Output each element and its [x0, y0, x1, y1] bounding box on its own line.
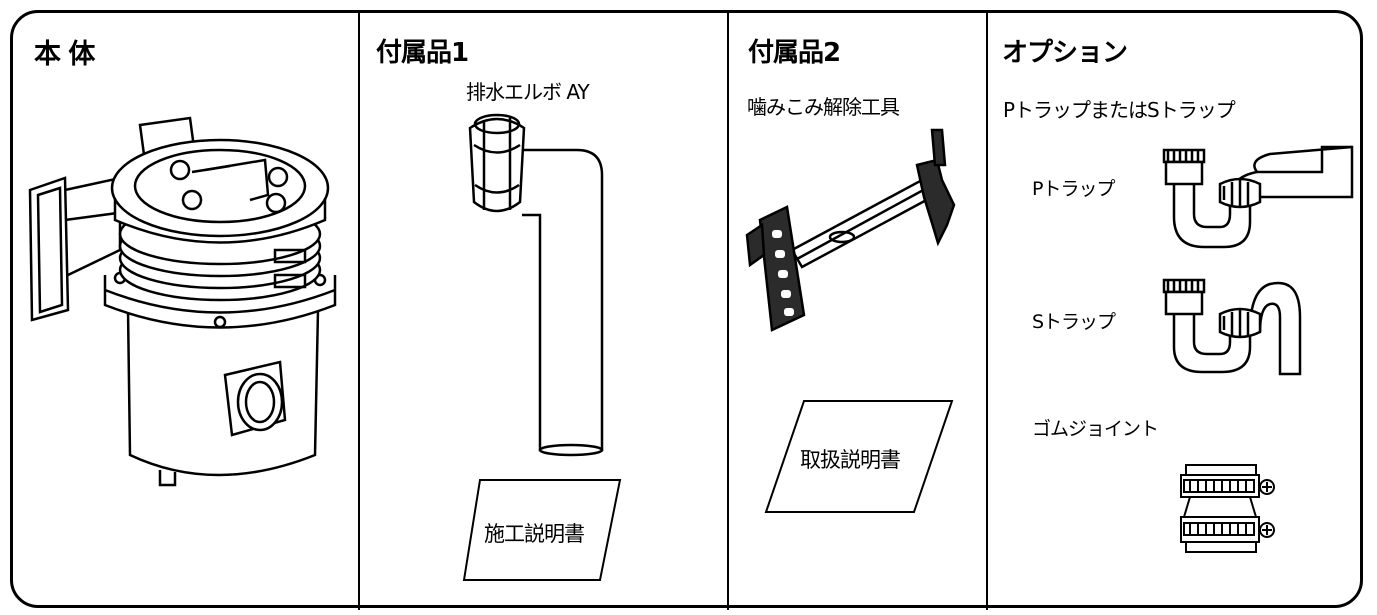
- panel-divider-3: [986, 10, 988, 610]
- disposer-unit-illustration: [28, 116, 337, 487]
- p-trap-illustration: [1162, 145, 1354, 249]
- manual-label-construction: 施工説明書: [484, 522, 585, 546]
- trap-choice-label: PトラップまたはSトラップ: [1003, 98, 1236, 122]
- jam-release-tool-label: 噛みこみ解除工具: [747, 95, 900, 119]
- drain-elbow-illustration: [468, 113, 604, 457]
- panel-divider-2: [727, 10, 729, 610]
- rubber-joint-illustration: [1180, 464, 1275, 553]
- panel-title-options: オプション: [1002, 38, 1128, 68]
- s-trap-illustration: [1162, 278, 1302, 376]
- panel-title-accessory-1: 付属品1: [376, 38, 469, 68]
- s-trap-label: Sトラップ: [1032, 311, 1116, 333]
- manual-document-icon: [764, 400, 954, 513]
- manual-document-icon: [462, 479, 622, 581]
- rubber-joint-label: ゴムジョイント: [1032, 418, 1159, 440]
- panel-divider-1: [358, 10, 360, 610]
- panel-title-main-unit: 本 体: [34, 39, 95, 70]
- p-trap-label: Pトラップ: [1032, 178, 1115, 200]
- panel-title-accessory-2: 付属品2: [748, 38, 841, 68]
- manual-label-handling: 取扱説明書: [800, 448, 901, 472]
- drain-elbow-label: 排水エルボ AY: [466, 80, 590, 104]
- jam-release-tool-illustration: [745, 128, 956, 332]
